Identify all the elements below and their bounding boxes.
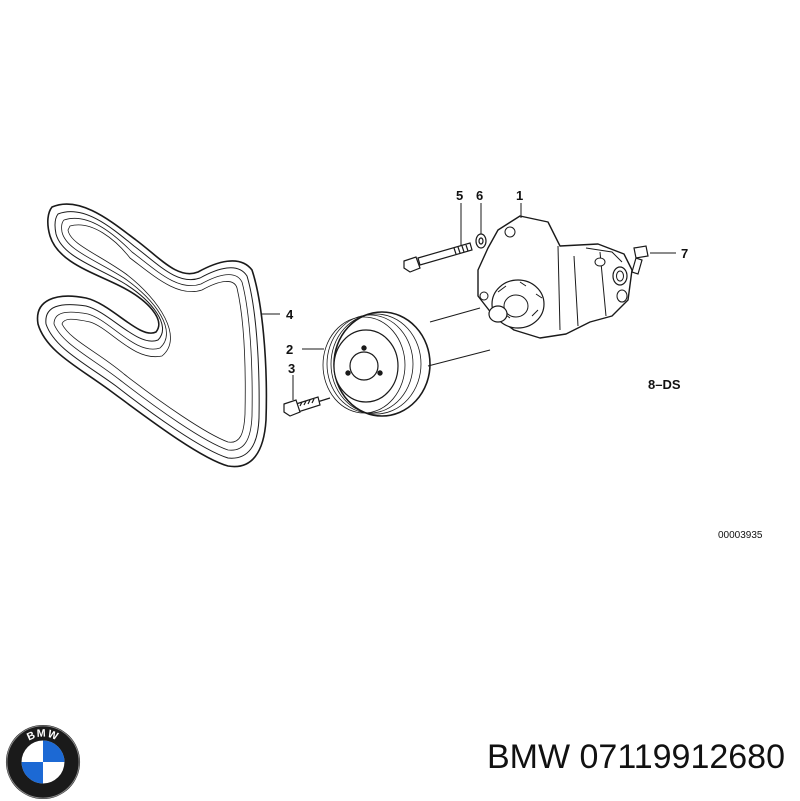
callout-5: 5	[456, 188, 463, 203]
pulley-bolt	[283, 396, 331, 417]
washer	[475, 233, 487, 249]
small-bolt	[631, 245, 649, 275]
callout-2: 2	[286, 342, 293, 357]
drawing-number: 00003935	[718, 530, 763, 541]
callout-4: 4	[286, 307, 294, 322]
callout-6: 6	[476, 188, 483, 203]
logo-lettering: BMW	[25, 727, 60, 743]
callout-3: 3	[288, 361, 295, 376]
long-bolt	[403, 242, 473, 273]
part-number-label: BMW 07119912680	[486, 738, 785, 776]
drive-belt	[36, 203, 268, 468]
callout-7: 7	[681, 246, 688, 261]
power-steering-pump	[477, 215, 633, 339]
callout-8-ds: 8–DS	[648, 377, 681, 392]
pulley	[322, 311, 431, 417]
callout-1: 1	[516, 188, 523, 203]
leader-lines	[262, 203, 676, 400]
bmw-logo: BMW	[5, 724, 81, 800]
